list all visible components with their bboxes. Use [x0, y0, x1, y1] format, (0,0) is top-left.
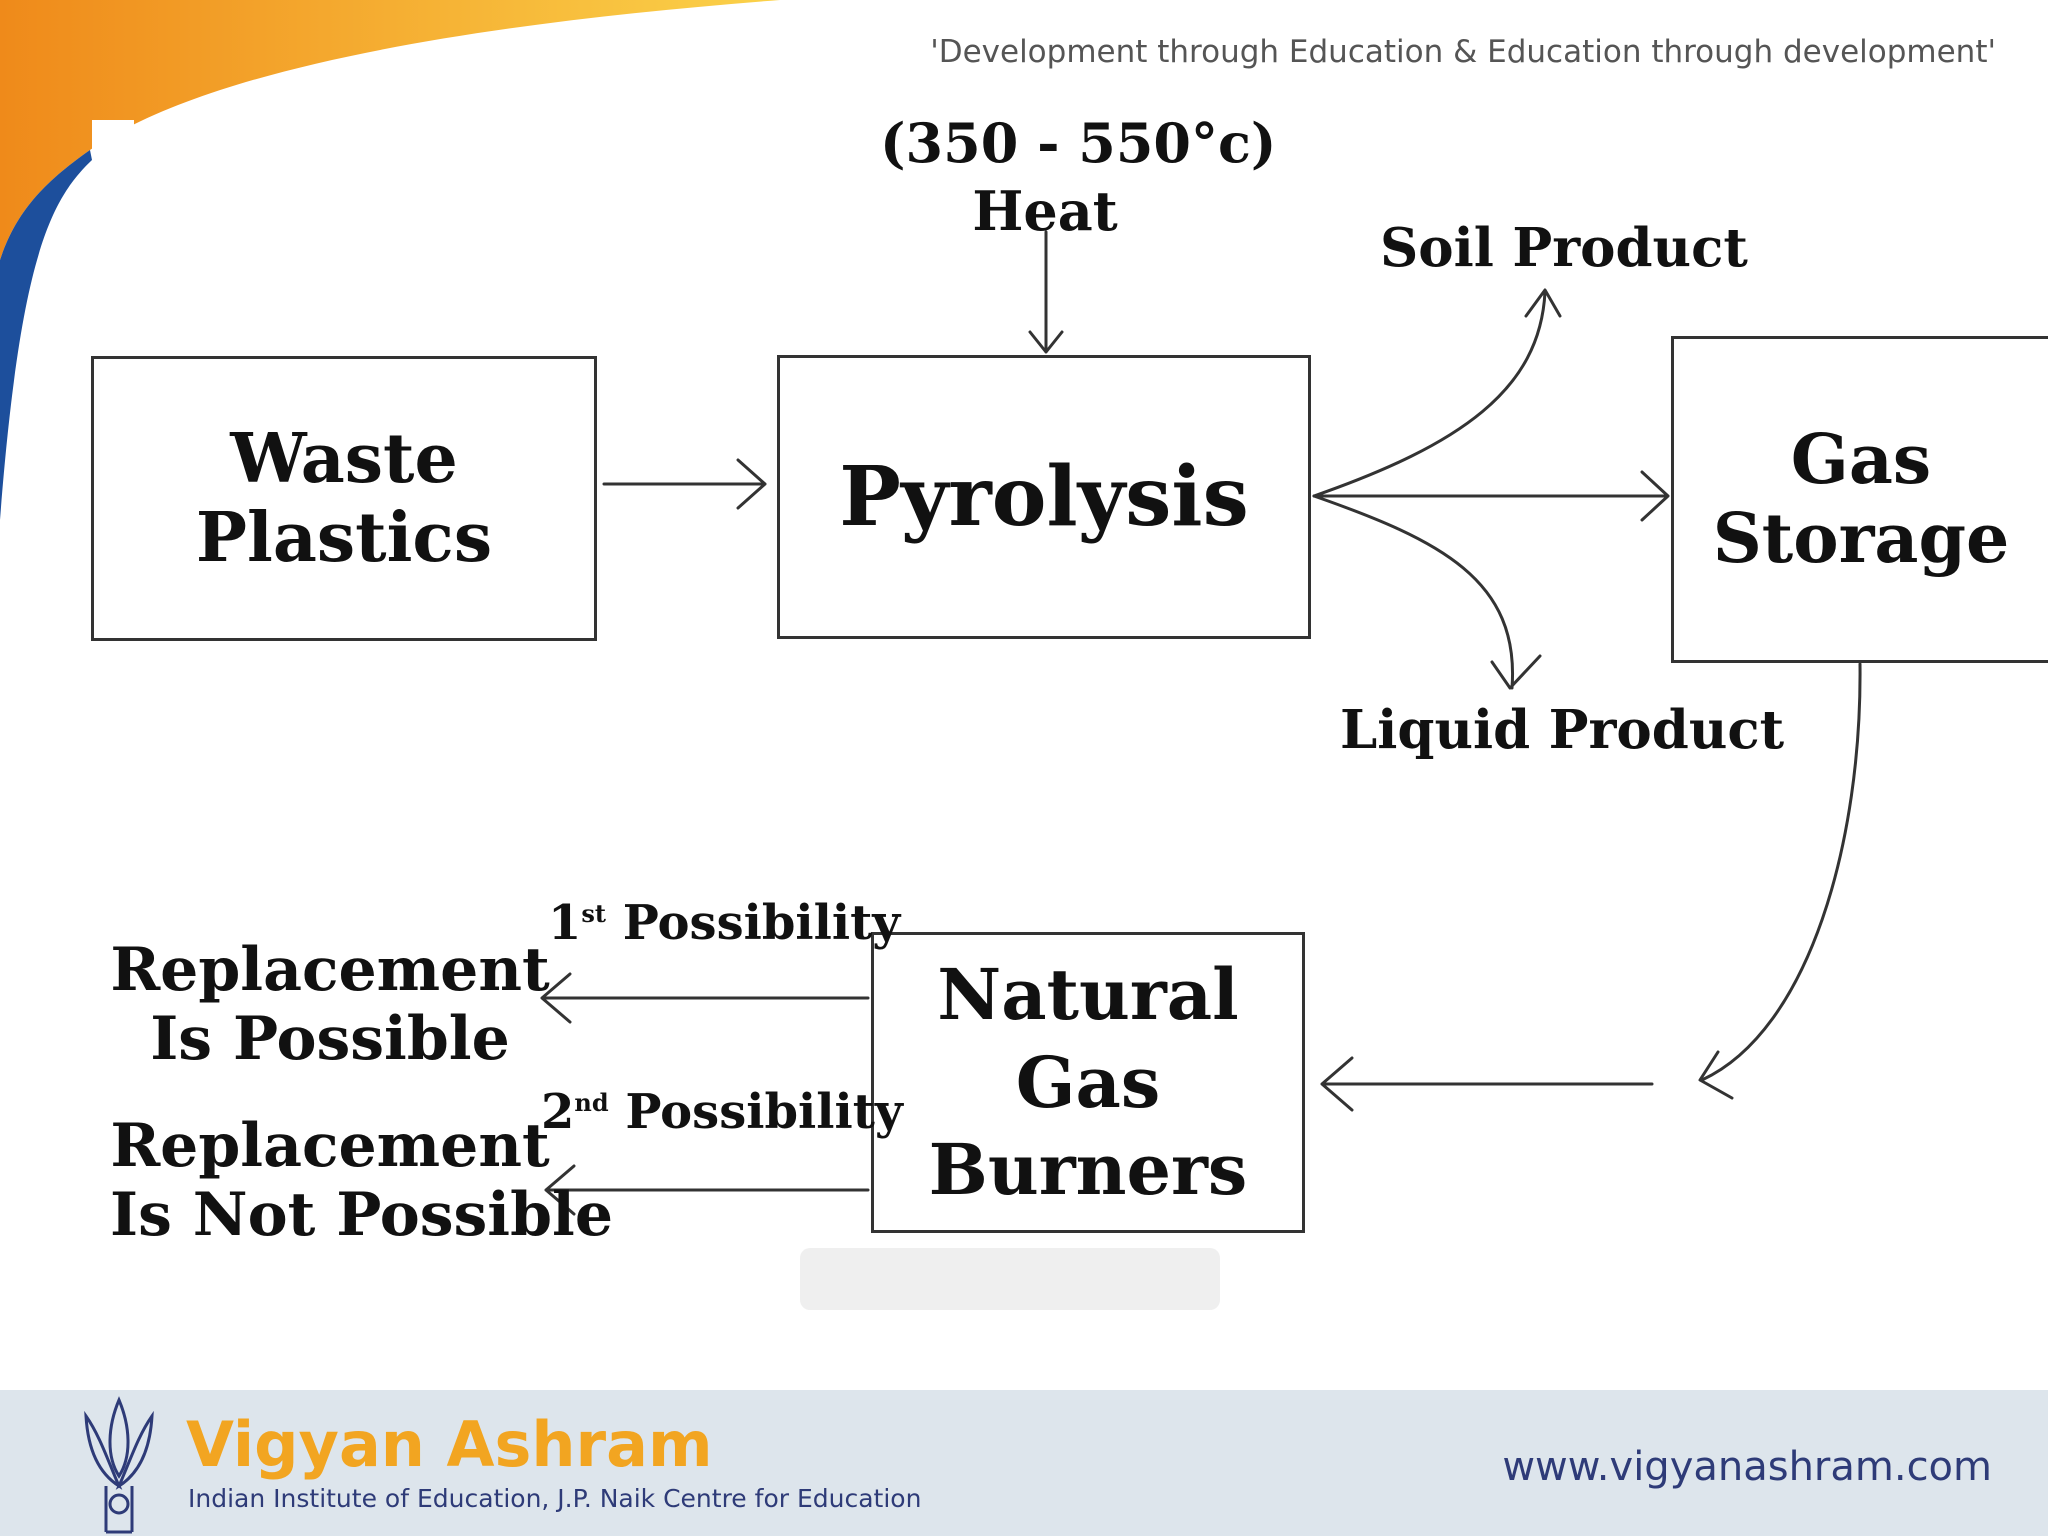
- outcome-line: Replacement: [110, 1111, 550, 1181]
- second-possibility-arrow: [544, 1164, 870, 1216]
- outcome-line: Is Possible: [150, 1004, 510, 1074]
- soil-product-arrow: [1312, 288, 1562, 498]
- node-label-line: Natural: [937, 953, 1239, 1037]
- footer-bar: [0, 1390, 2048, 1536]
- waste-to-pyrolysis-arrow: [602, 458, 767, 510]
- first-possibility-arrow: [540, 972, 870, 1024]
- watermark-smudge: [800, 1248, 1220, 1310]
- node-label-line: Gas: [1790, 420, 1932, 501]
- node-label-line: Burners: [928, 1128, 1248, 1212]
- possibility-text: Possibility: [606, 895, 901, 951]
- first-possibility-label: 1st Possibility: [548, 895, 901, 951]
- liquid-product-label: Liquid Product: [1340, 699, 1785, 761]
- soil-product-label: Soil Product: [1380, 217, 1748, 279]
- second-possibility-label: 2nd Possibility: [541, 1084, 903, 1140]
- waste-plastics-node: Waste Plastics: [91, 356, 597, 641]
- possibility-ordinal-suffix: st: [581, 899, 607, 928]
- possibility-ordinal: 1: [548, 895, 582, 951]
- outcome-line: Is Not Possible: [110, 1180, 613, 1250]
- possibility-ordinal: 2: [541, 1084, 575, 1140]
- brand-subtitle: Indian Institute of Education, J.P. Naik…: [188, 1484, 922, 1513]
- heat-arrow: [1028, 230, 1064, 354]
- website-link[interactable]: www.vigyanashram.com: [1502, 1444, 1992, 1490]
- natural-gas-burners-node: Natural Gas Burners: [871, 932, 1305, 1233]
- node-label-line: Storage: [1712, 498, 2010, 579]
- possibility-ordinal-suffix: nd: [574, 1088, 609, 1117]
- possibility-text: Possibility: [608, 1084, 903, 1140]
- heat-temperature-label: (350 - 550°c): [880, 111, 1277, 175]
- node-label-line: Gas: [1015, 1040, 1161, 1124]
- corner-swoosh-decoration: [0, 0, 780, 520]
- gas-storage-down-arrow: [1698, 662, 1862, 1100]
- to-burners-arrow: [1320, 1056, 1654, 1112]
- node-label-line: Plastics: [195, 497, 493, 578]
- tagline: 'Development through Education & Educati…: [930, 34, 1996, 70]
- replacement-not-possible-outcome: Replacement Is Not Possible: [110, 1111, 613, 1250]
- node-label-line: Waste: [230, 419, 458, 500]
- outcome-line: Replacement: [110, 935, 550, 1005]
- pyrolysis-to-gas-storage-arrow: [1312, 470, 1670, 522]
- heat-label: Heat: [972, 179, 1118, 243]
- node-label-line: Pyrolysis: [839, 448, 1249, 545]
- vigyan-ashram-logo-icon: [84, 1396, 154, 1534]
- pyrolysis-node: Pyrolysis: [777, 355, 1311, 639]
- liquid-product-arrow: [1312, 494, 1542, 690]
- replacement-possible-outcome: Replacement Is Possible: [110, 936, 550, 1074]
- gas-storage-node: Gas Storage: [1671, 336, 2048, 663]
- brand-name: Vigyan Ashram: [186, 1408, 713, 1481]
